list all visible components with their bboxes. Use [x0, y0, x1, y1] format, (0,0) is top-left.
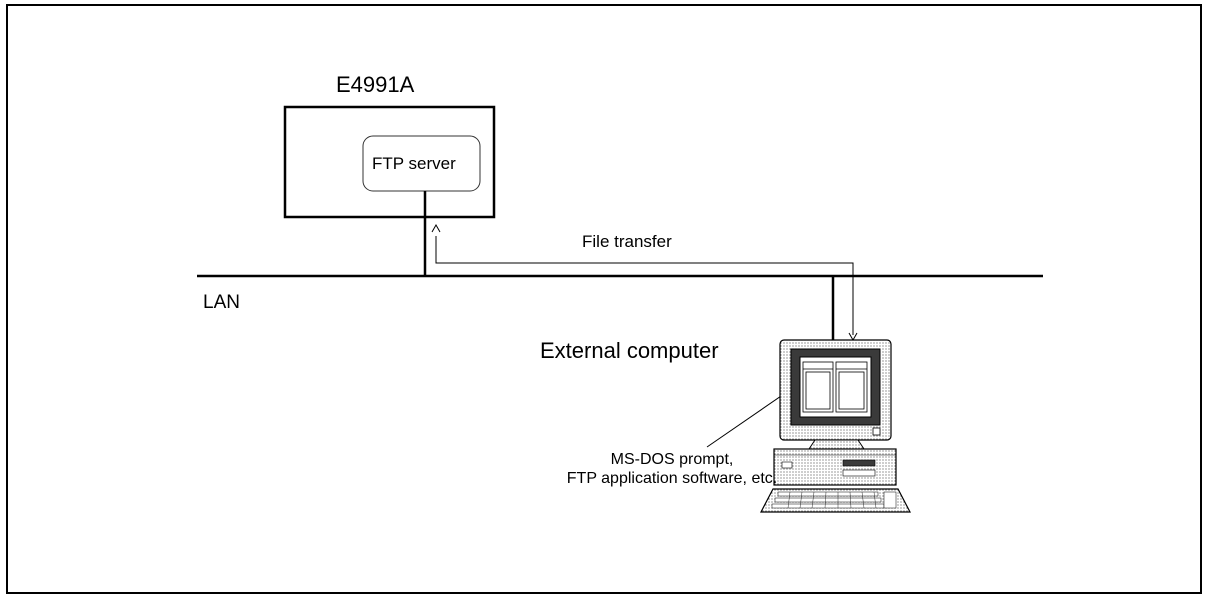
software-note-line2: FTP application software, etc. — [566, 470, 778, 487]
file-transfer-label: File transfer — [582, 232, 672, 251]
ftp-server-box — [362, 135, 481, 192]
instrument-box — [283, 105, 496, 219]
software-note-line1: MS-DOS prompt, — [610, 451, 734, 468]
external-computer-label: External computer — [540, 338, 719, 363]
ftp-server-label: FTP server — [372, 154, 456, 173]
software-note: MS-DOS prompt, FTP application software,… — [565, 450, 779, 488]
device-label: E4991A — [336, 72, 415, 97]
lan-label: LAN — [203, 292, 240, 313]
desktop-computer-icon — [760, 339, 911, 513]
